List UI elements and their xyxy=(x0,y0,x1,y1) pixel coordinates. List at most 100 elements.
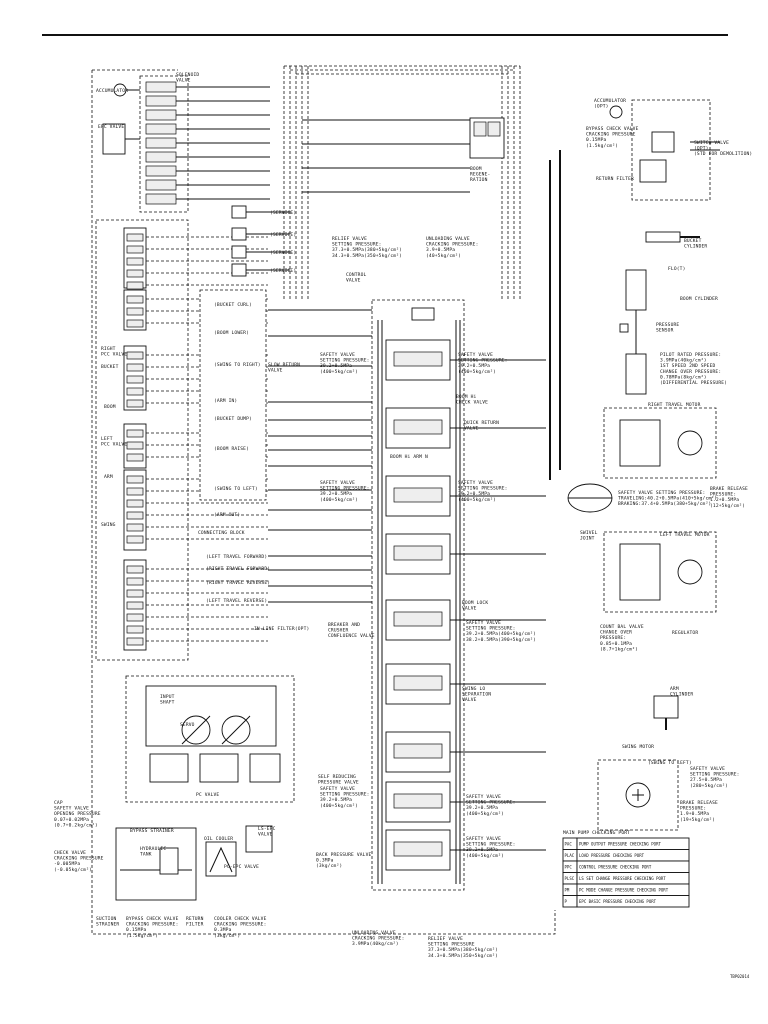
label-line: RELIEF VALVE xyxy=(428,936,463,942)
label-line: PILOT RATED PRESSURE: xyxy=(660,352,721,358)
label-line: (3kg/cm²) xyxy=(316,863,342,869)
label-line: VALVE xyxy=(268,368,283,374)
connecting-block xyxy=(199,205,372,603)
bucket-cylinder-symbol xyxy=(645,231,700,243)
label-line: (400+5kg/cm²) xyxy=(320,803,358,809)
label-line: BOOM LOCK xyxy=(462,600,488,606)
label-line: 39.2+0.5MPa xyxy=(320,363,352,369)
label-line: SETTING PRESSURE: xyxy=(690,772,740,778)
label-arm-in: (ARM IN) xyxy=(214,398,237,404)
label-line: BYPASS STRAINER xyxy=(130,828,174,834)
label-line: (1.5kg/cm²) xyxy=(586,143,618,149)
solenoid-spool xyxy=(145,95,177,107)
label-line: SENSOR xyxy=(656,328,674,334)
label-bucket-dump: (BUCKET DUMP) xyxy=(214,416,252,422)
label-line: 0.85+0.1MPa xyxy=(600,641,632,647)
cv-spool xyxy=(393,351,443,367)
label-line: 3.9MPa(40kg/cm²) xyxy=(352,941,399,947)
label-line: (OPT) xyxy=(594,104,609,110)
diagram-frame xyxy=(91,65,556,935)
label-line: ACCUMULATOR xyxy=(594,98,626,104)
ppc-spool xyxy=(126,375,144,384)
ppc-spool xyxy=(126,613,144,622)
legend-text: LS SET CHANGE PRESSURE CHECKING PORT xyxy=(579,876,666,881)
cv-spool xyxy=(393,611,443,627)
label-switch-valve: SWITCH VALVE(OPT)(STD FOR DEMOLITION) xyxy=(694,140,752,157)
label-line: SETTING PRESSURE: xyxy=(320,358,370,364)
solenoid-spool xyxy=(145,81,177,93)
legend-code: PM xyxy=(565,888,570,893)
label-line: COUNT BAL VALVE xyxy=(600,624,644,630)
label-line: PC VALVE xyxy=(196,792,219,798)
label-arm-pcc: ARM xyxy=(104,474,113,480)
label-line: (280+5kg/cm²) xyxy=(690,783,728,789)
label-line: CHANGE OVER xyxy=(600,630,632,636)
label-line: VALVE xyxy=(258,832,273,838)
solenoid-spool xyxy=(145,151,177,163)
label-line: (-0.05kg/cm²) xyxy=(54,867,92,873)
label-line: (SERVICE) xyxy=(270,268,296,274)
label-line: LEFT TRAVEL MOTOR xyxy=(660,532,710,538)
service-valve xyxy=(231,227,247,241)
label-line: BUCKET xyxy=(684,238,702,244)
label-boom-arm-n: BOOM Hi ARM N xyxy=(390,454,428,460)
label-line: (400+5kg/cm²) xyxy=(466,811,504,817)
label-accumulator-right: ACCUMULATOR(OPT) xyxy=(594,98,626,110)
label-line: 39.2+0.5MPa xyxy=(466,805,498,811)
label-line: CONNECTING BLOCK xyxy=(198,530,245,536)
label-line: FLO(T) xyxy=(668,266,686,272)
label-line: BYPASS CHECK VALVE xyxy=(126,916,179,922)
label-line: PRESSURE xyxy=(656,322,679,328)
label-line: (SERVICE) xyxy=(270,210,296,216)
label-line: IN-LINE FILTER(OPT) xyxy=(254,626,309,632)
label-line: CRACKING PRESSURE: xyxy=(352,936,404,942)
label-line: BOOM xyxy=(104,404,116,410)
ppc-spool xyxy=(126,453,144,462)
label-line: 27.5+0.5MPa xyxy=(690,777,722,783)
label-line: SWING MOTOR xyxy=(622,744,654,750)
label-line: CHECK VALVE xyxy=(456,400,488,406)
label-line: CONFLUENCE VALVE xyxy=(328,633,375,639)
label-line: UNLOADING VALVE xyxy=(426,236,470,242)
label-line: RIGHT xyxy=(101,346,116,352)
solenoid-spool xyxy=(145,137,177,149)
label-line: (400+5kg/cm²) xyxy=(320,497,358,503)
service-valve xyxy=(231,205,247,219)
label-epc-valve: EPC VALVE xyxy=(98,124,124,130)
label-line: OIL COOLER xyxy=(204,836,233,842)
label-line: SETTING PRESSURE: xyxy=(458,486,508,492)
solenoid-spool xyxy=(145,179,177,191)
cv-spool xyxy=(393,419,443,435)
label-line: (DIFFERENTIAL PRESSURE) xyxy=(660,380,727,386)
label-line: PRESSURE VALVE xyxy=(318,780,359,786)
ppc-spool xyxy=(126,589,144,598)
ppc-valve-column xyxy=(95,219,268,661)
ppc-spool xyxy=(126,351,144,360)
ppc-spool xyxy=(126,475,144,484)
swing-motor-symbol xyxy=(597,759,679,831)
label-line: SLOW RETURN xyxy=(268,362,300,368)
label-line: 0.3MPa xyxy=(316,858,334,864)
label-line: (400+5kg/cm²) xyxy=(458,497,496,503)
cv-spool xyxy=(393,841,443,857)
label-line: ARM xyxy=(104,474,113,480)
label-service-3: (SERVICE) xyxy=(270,250,296,256)
label-line: (3kg/cm²) xyxy=(214,933,240,939)
ppc-spool xyxy=(126,625,144,634)
label-line: SAFETY VALVE xyxy=(54,806,89,812)
label-line: (12+5kg/cm²) xyxy=(710,503,745,509)
label-line: REGENE- xyxy=(470,172,490,178)
ppc-spool xyxy=(126,387,144,396)
label-line: (400+5kg/cm²) xyxy=(458,369,496,375)
label-line: -0.005MPa xyxy=(54,861,80,867)
label-line: (SWING TO LEFT) xyxy=(648,760,692,766)
